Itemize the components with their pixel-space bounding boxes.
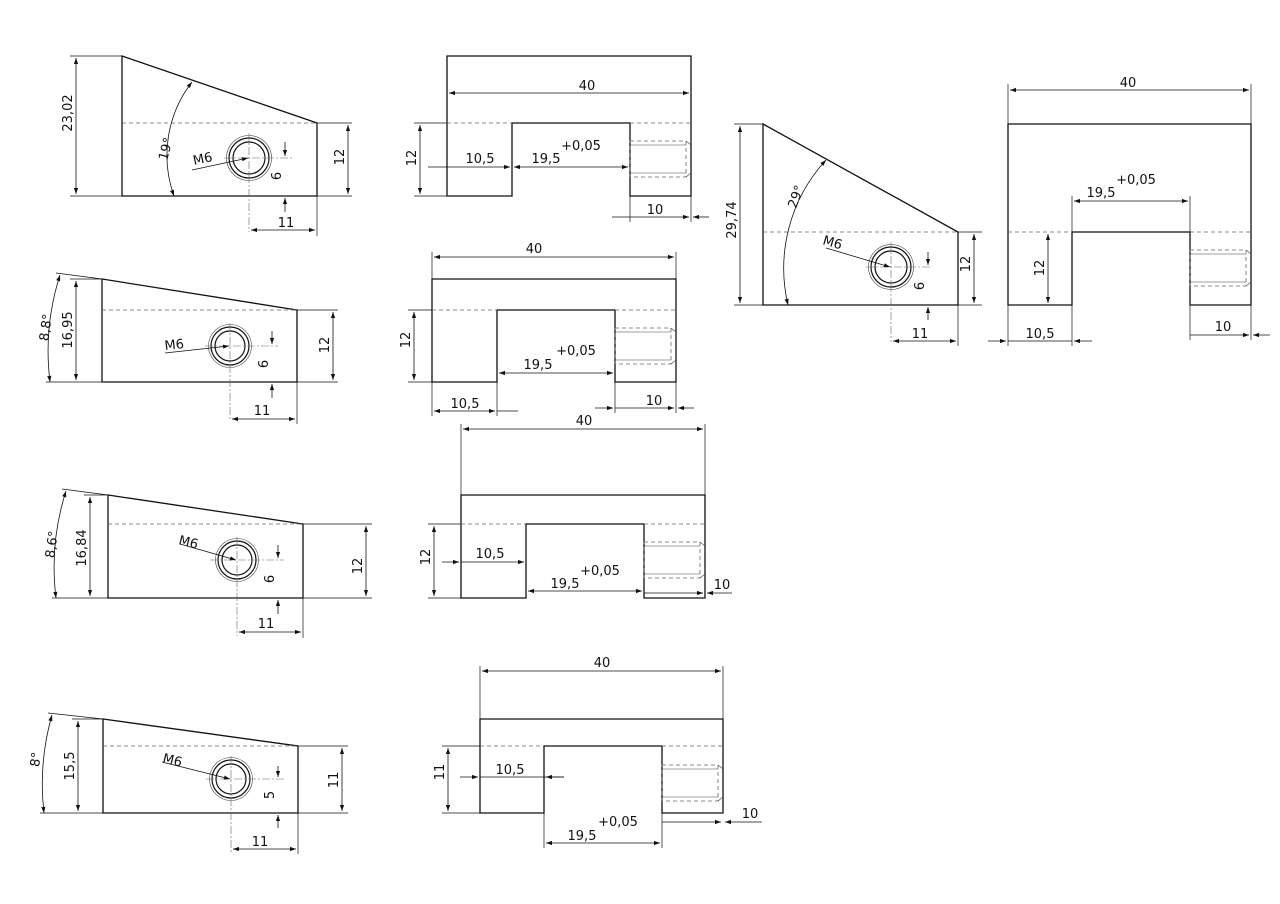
thread-callout: M6: [161, 751, 184, 770]
dim-width: 40: [594, 656, 611, 671]
tolerance: +0,05: [556, 344, 596, 359]
dim-left-height: 12: [405, 150, 420, 167]
front-view-3: 40 12 10,5 19,5 +0,05 10: [399, 242, 694, 416]
side-view-8deg: 15,5 8° 11 M6 5 11: [28, 712, 348, 854]
dim-right-width: 10: [714, 578, 731, 593]
front-view-2: 40 12 10,5 19,5 +0,05 10: [988, 76, 1270, 346]
dim-height: 15,5: [63, 752, 78, 781]
dim-hole-height: 6: [257, 360, 272, 368]
dim-width: 40: [526, 242, 543, 257]
dim-angle: 29°: [786, 183, 808, 210]
dim-left-width: 10,5: [476, 547, 505, 562]
dim-left-width: 10,5: [1026, 327, 1055, 342]
dim-right-width: 10: [1215, 320, 1232, 335]
dim-width: 40: [576, 414, 593, 429]
thread-callout: M6: [821, 233, 844, 253]
tolerance: +0,05: [580, 564, 620, 579]
dim-right-height: 12: [351, 558, 366, 575]
tolerance: +0,05: [1116, 173, 1156, 188]
dim-hole-x: 11: [252, 835, 269, 850]
dim-hole-x: 11: [912, 327, 929, 342]
dim-angle: 19°: [156, 136, 176, 162]
side-view-8-8deg: 16,95 8,8° 12 M6 6 11: [37, 272, 338, 424]
dim-height: 16,95: [61, 311, 76, 348]
dim-right-height: 11: [327, 772, 342, 789]
dim-width: 40: [1120, 76, 1137, 91]
dim-left-height: 12: [399, 332, 414, 349]
tolerance: +0,05: [598, 815, 638, 830]
dim-angle: 8,8°: [37, 313, 56, 342]
dim-right-height: 12: [959, 256, 974, 273]
dim-left-width: 10,5: [466, 152, 495, 167]
dim-hole-height: 6: [263, 575, 278, 583]
dim-hole-x: 11: [254, 404, 271, 419]
dim-hole-height: 5: [263, 791, 278, 799]
dim-left-width: 10,5: [496, 763, 525, 778]
dim-right-width: 10: [646, 394, 663, 409]
dim-hole-x: 11: [278, 216, 295, 231]
dim-left-height: 12: [1033, 260, 1048, 277]
dim-angle: 8,6°: [43, 530, 62, 559]
dim-width: 40: [579, 79, 596, 94]
side-view-29deg: 29,74 29° 12 M6 6 11: [725, 122, 982, 346]
front-view-1: 40 12 10,5 19,5 +0,05 10: [405, 55, 709, 222]
dim-hole-height: 6: [913, 282, 928, 290]
tolerance: +0,05: [561, 139, 601, 154]
dim-slot-width: 19,5: [524, 358, 553, 373]
dim-hole-x: 11: [258, 617, 275, 632]
dim-left-height: 12: [419, 549, 434, 566]
dim-right-width: 10: [742, 807, 759, 822]
dim-left-height: 11: [433, 764, 448, 781]
dim-height: 23,02: [61, 94, 76, 131]
dim-slot-width: 19,5: [532, 152, 561, 167]
dim-right-height: 12: [333, 149, 348, 166]
dim-slot-width: 19,5: [568, 829, 597, 844]
side-view-8-6deg: 16,84 8,6° 12 M6 6 11: [43, 488, 372, 638]
dim-slot-width: 19,5: [1087, 186, 1116, 201]
thread-callout: M6: [177, 533, 200, 552]
side-view-19deg: 23,02 19° 12 M6 6 11: [61, 55, 352, 236]
dim-hole-height: 6: [270, 172, 285, 180]
dim-height: 16,84: [75, 529, 90, 566]
front-view-4: 40 12 10,5 19,5 +0,05 10: [419, 414, 732, 599]
thread-callout: M6: [164, 337, 185, 354]
dim-left-width: 10,5: [451, 397, 480, 412]
front-view-5: 40 11 10,5 19,5 +0,05 10: [433, 656, 762, 848]
dim-height: 29,74: [725, 201, 740, 238]
dim-slot-width: 19,5: [551, 577, 580, 592]
dim-angle: 8°: [28, 751, 45, 768]
dim-right-height: 12: [318, 337, 333, 354]
thread-callout: M6: [192, 150, 214, 169]
dim-right-width: 10: [647, 203, 664, 218]
